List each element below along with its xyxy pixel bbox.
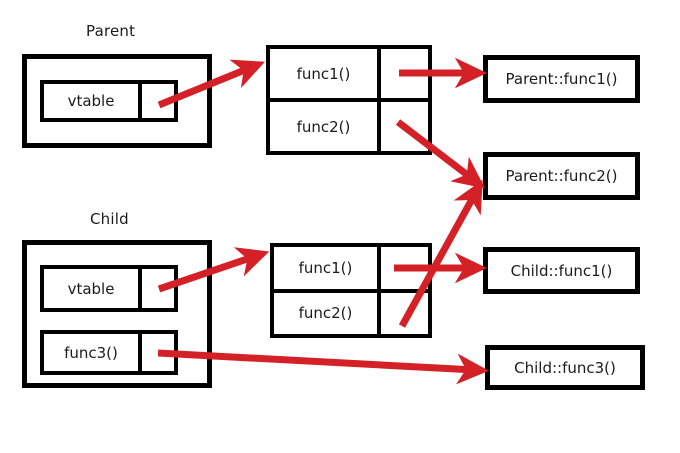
child-object-vtable-label: vtable [44, 269, 142, 308]
parent-vtable-func2-pointer-cell[interactable] [381, 102, 428, 151]
impl-box-child-func3: Child::func3() [485, 345, 645, 390]
child-vtable-func1-label: func1() [274, 247, 381, 289]
impl-box-parent-func2: Parent::func2() [483, 152, 640, 200]
parent-object-vtable-slot: vtable [40, 80, 178, 122]
parent-vtable-row-func2: func2() [270, 102, 428, 151]
child-vtable-func2-pointer-cell[interactable] [381, 293, 428, 335]
impl-box-child-func1: Child::func1() [483, 247, 640, 294]
child-vtable-func2-label: func2() [274, 292, 381, 334]
parent-vtable-row-func1: func1() [270, 49, 428, 102]
child-object-func3-slot: func3() [40, 330, 178, 375]
child-label: Child [90, 210, 129, 228]
child-vtable-func1-pointer-cell[interactable] [381, 247, 428, 289]
parent-label: Parent [86, 22, 136, 40]
parent-object-vtable-pointer-cell[interactable] [142, 84, 174, 118]
parent-vtable-func1-pointer-cell[interactable] [381, 49, 428, 98]
child-vtable: func1() func2() [270, 243, 432, 338]
parent-vtable: func1() func2() [266, 45, 432, 155]
impl-box-parent-func1: Parent::func1() [483, 55, 640, 103]
child-vtable-row-func1: func1() [274, 247, 428, 293]
parent-object-vtable-label: vtable [44, 84, 142, 118]
child-object-func3-label: func3() [44, 334, 142, 371]
child-object-vtable-slot: vtable [40, 265, 178, 312]
child-object-func3-pointer-cell[interactable] [142, 334, 174, 371]
parent-vtable-func2-label: func2() [270, 102, 381, 151]
parent-vtable-func1-label: func1() [270, 49, 381, 98]
child-vtable-row-func2: func2() [274, 292, 428, 335]
child-object-vtable-pointer-cell[interactable] [142, 269, 174, 308]
